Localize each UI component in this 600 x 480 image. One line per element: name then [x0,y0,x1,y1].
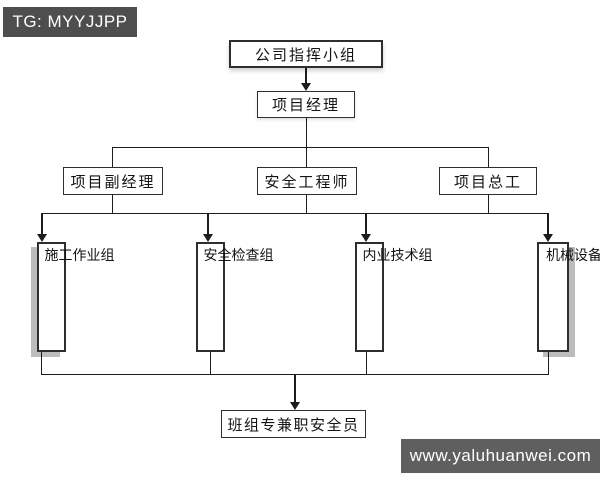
line-drop-construction-team [41,352,42,374]
arrow-to-internal-tech-team [365,213,367,234]
line-drop-deputy-manager [112,195,113,213]
node-label-internal-tech-team: 内业技术组 [362,249,433,264]
node-project-manager: 项目经理 [257,91,355,118]
arrow-command-to-manager [305,68,307,83]
connector-management-bus [112,147,488,148]
line-drop-internal-tech-team [366,352,367,374]
node-safety-inspection-team: 安全检查组 [196,242,274,352]
node-construction-work-team: 施工作业组 [37,242,115,352]
arrow-to-machinery-team [547,213,549,234]
node-safety-engineer: 安全工程师 [257,167,357,195]
node-label-machinery-equipment-team: 机械设备组 [546,249,600,264]
watermark-website: www.yaluhuanwei.com [401,439,600,473]
node-internal-tech-team: 内业技术组 [355,242,433,352]
line-stub-safety-engineer [306,147,307,167]
arrow-to-construction-team [41,213,43,234]
watermark-telegram: TG: MYYJJPP [3,7,137,37]
line-stub-deputy-manager [112,147,113,167]
arrow-to-safety-inspection-team [207,213,209,234]
connector-teams-bus [42,213,549,214]
line-stub-chief-engineer [488,147,489,167]
arrow-to-team-safety-officers [294,374,296,402]
line-drop-safety-engineer [306,195,307,213]
node-company-command-group: 公司指挥小组 [229,40,383,68]
node-team-safety-officers: 班组专兼职安全员 [221,410,366,438]
line-drop-chief-engineer [488,195,489,213]
node-deputy-project-manager: 项目副经理 [63,167,163,195]
line-drop-safety-inspection-team [210,352,211,374]
node-project-chief-engineer: 项目总工 [439,167,537,195]
node-machinery-equipment-team: 机械设备组 [537,242,600,352]
node-label-safety-inspection-team: 安全检查组 [203,249,274,264]
line-manager-drop [306,118,307,147]
node-label-construction-work-team: 施工作业组 [44,249,115,264]
line-drop-machinery-team [548,352,549,374]
